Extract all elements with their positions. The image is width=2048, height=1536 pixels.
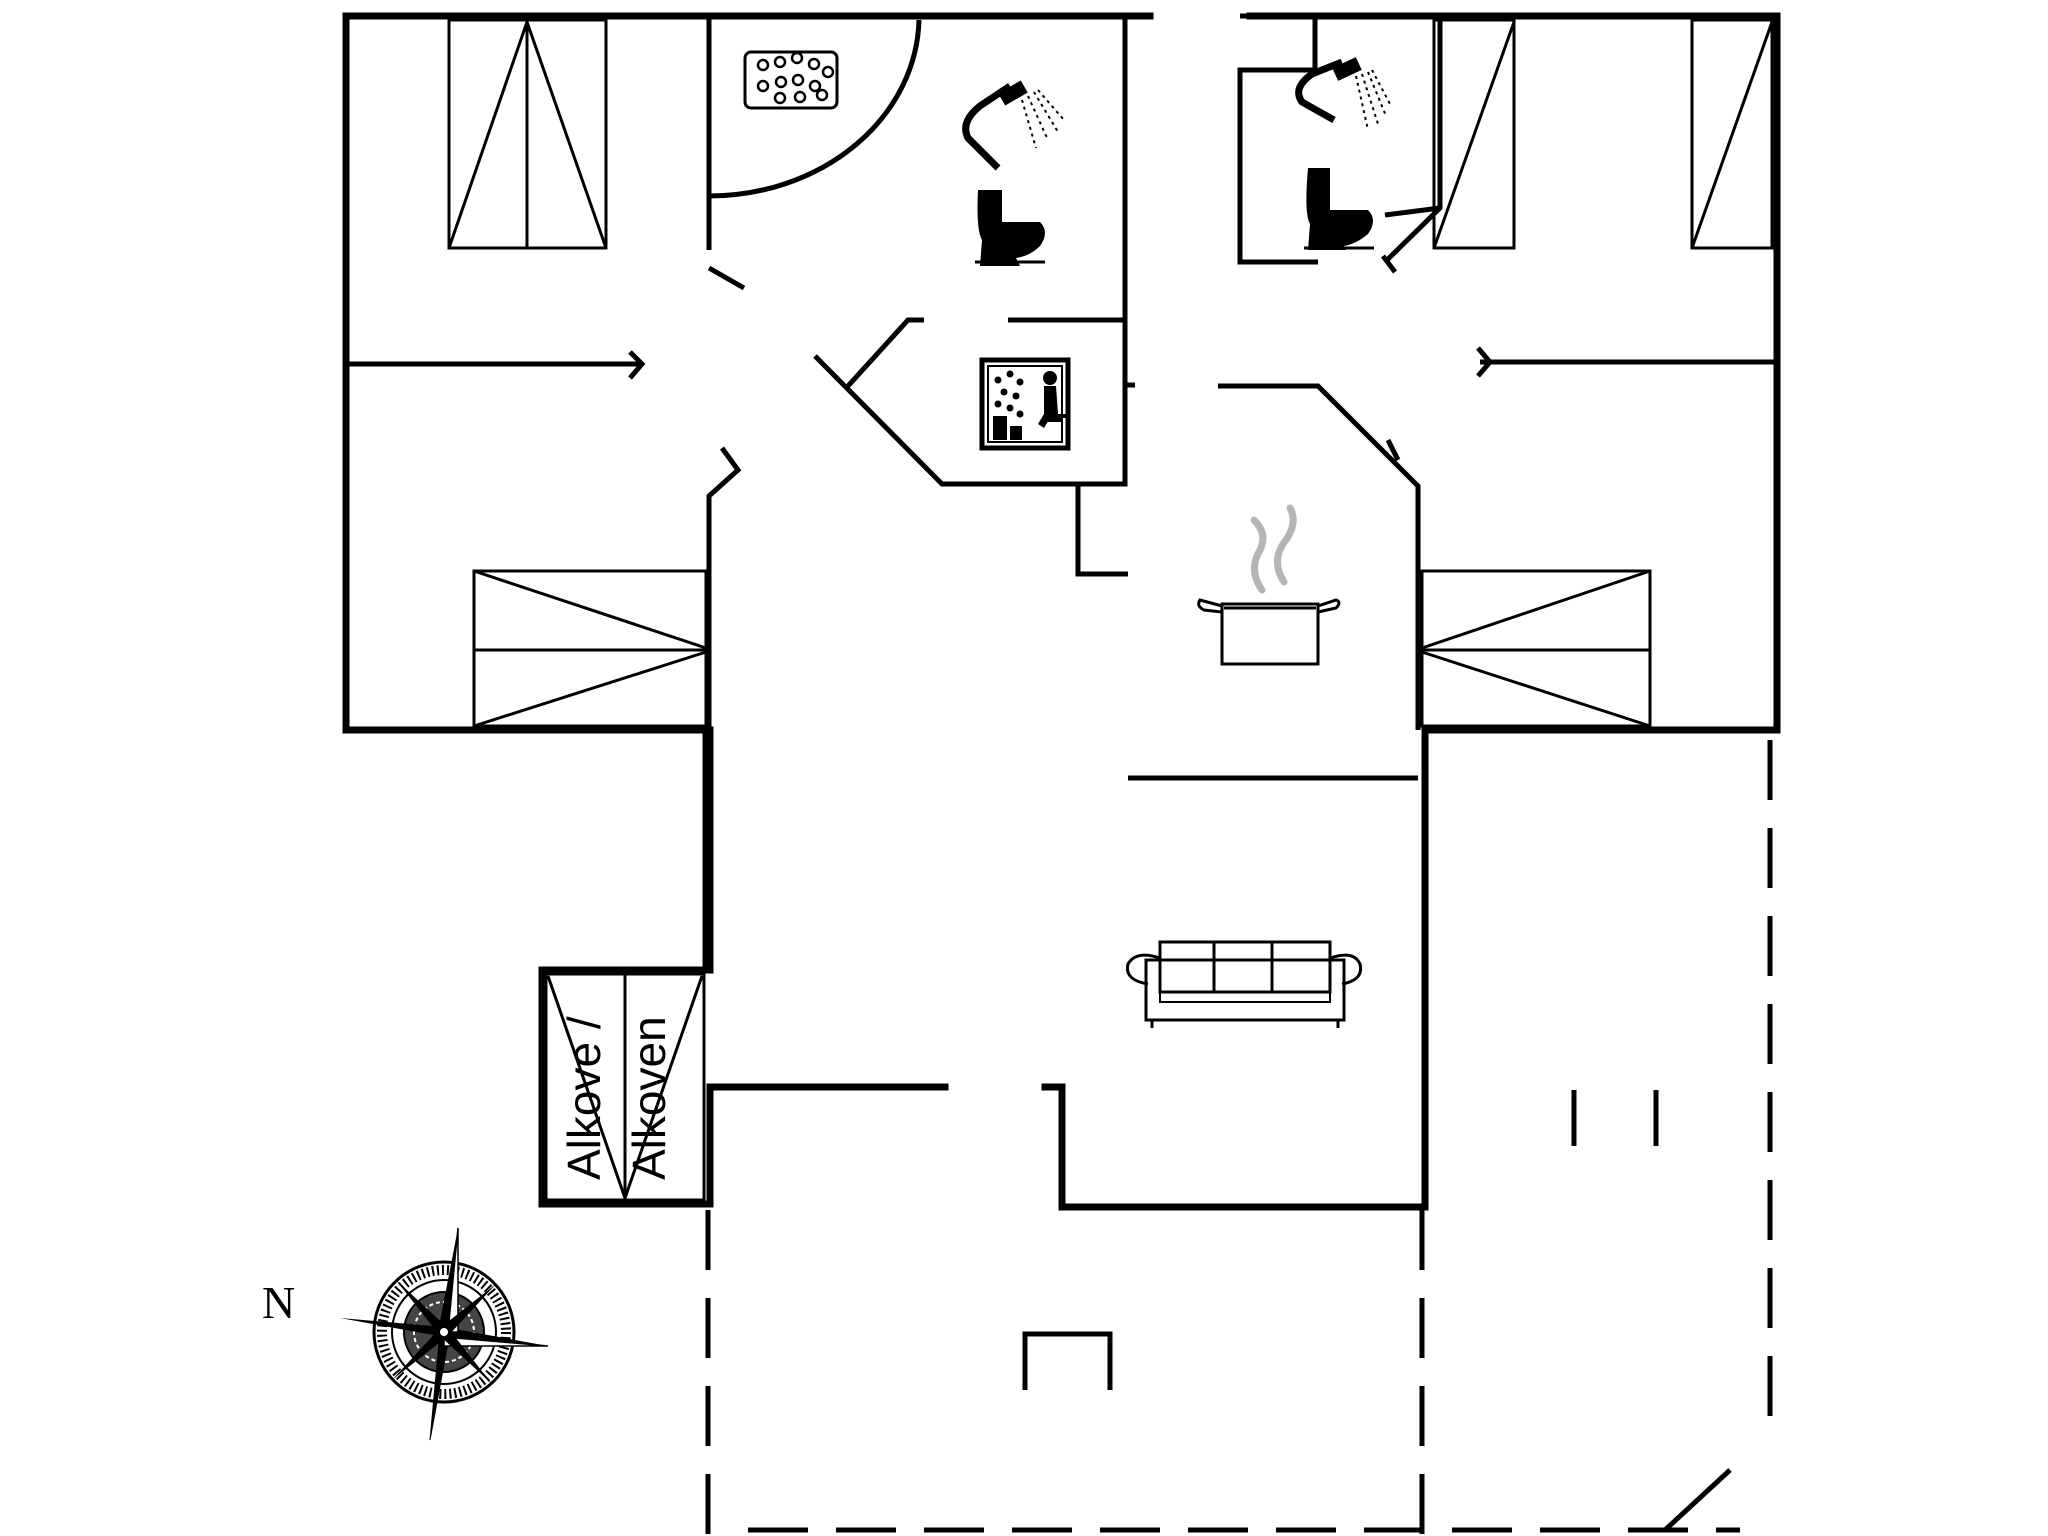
whirlpool-icon — [708, 19, 922, 199]
terrace-outline — [705, 740, 1773, 1536]
compass-north-label: N — [262, 1277, 295, 1328]
cooking-pot-icon — [1197, 504, 1341, 666]
bed-icon — [472, 569, 708, 728]
compass-rose-icon — [340, 1227, 549, 1441]
alcove-label: Alkoven — [623, 1016, 675, 1180]
bed-icon — [1420, 569, 1652, 728]
shower-icon — [962, 80, 1065, 171]
alcove-bed: Alkove / Alkoven — [544, 972, 706, 1202]
bed-icon — [1432, 18, 1774, 250]
sofa-icon — [1125, 940, 1363, 1028]
interior-walls — [346, 13, 1777, 781]
toilet-icon — [975, 190, 1045, 266]
bed-icon — [447, 18, 608, 250]
sauna-icon — [979, 357, 1071, 451]
alcove-label: Alkove / — [558, 1016, 610, 1180]
exterior-walls — [342, 12, 1781, 1211]
shower-icon — [1295, 57, 1391, 131]
toilet-icon — [1304, 168, 1374, 250]
